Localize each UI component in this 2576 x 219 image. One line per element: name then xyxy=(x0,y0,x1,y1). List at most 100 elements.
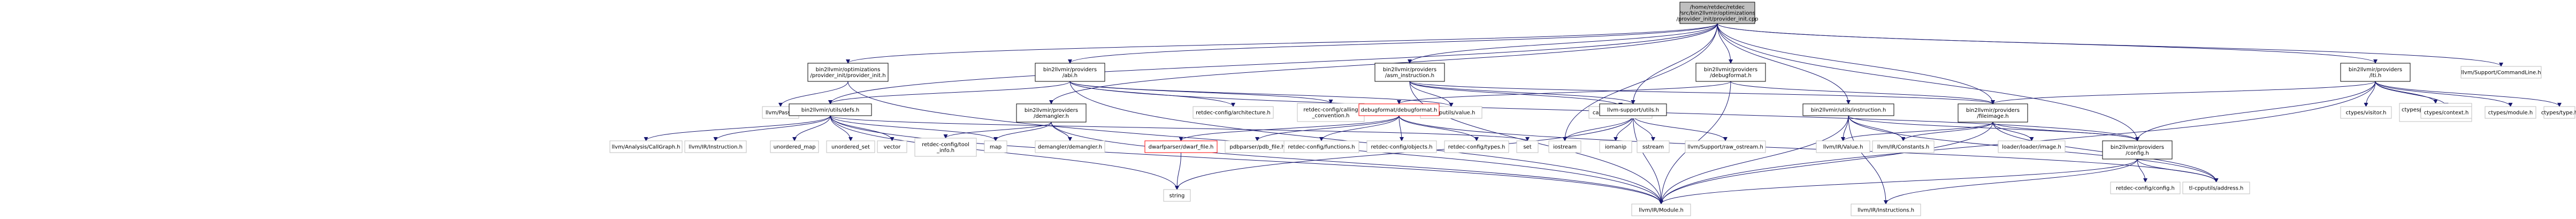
node-bin2llvmir-providers-lti-h[interactable]: bin2llvmir/providers/lti.h xyxy=(2340,63,2411,82)
node-bin2llvmir-providers-fileimage-h[interactable]: bin2llvmir/providers/fileimage.h xyxy=(1958,103,2028,123)
node-label: set xyxy=(1523,145,1531,150)
node-ctypes-module-h[interactable]: ctypes/module.h xyxy=(2485,106,2536,119)
edge-root-to-cmdline xyxy=(1717,23,2503,67)
node-vector[interactable]: vector xyxy=(877,140,907,153)
edge-defs-to-map xyxy=(830,115,998,141)
node-label: llvm/Pass.h xyxy=(766,110,796,116)
edge-defs-to-set xyxy=(830,115,1530,141)
node-label: bin2llvmir/providers xyxy=(1383,67,1436,73)
node-llvm-ir-instructions-h[interactable]: llvm/IR/Instructions.h xyxy=(1851,203,1921,216)
node-iostream[interactable]: iostream xyxy=(1548,140,1581,153)
node-retdec-config-calling-convention-h[interactable]: retdec-config/calling_convention.h xyxy=(1297,103,1365,122)
node-ctypes-visitor-h[interactable]: ctypes/visitor.h xyxy=(2340,106,2392,119)
node-label: retdec-config/tool xyxy=(922,142,969,148)
node-label: /fileimage.h xyxy=(1977,114,2008,119)
node-unordered-map[interactable]: unordered_map xyxy=(770,140,819,153)
node-label: retdec-config/config.h xyxy=(2116,186,2175,192)
node-llvm-support-utils-h[interactable]: llvm-support/utils.h xyxy=(1599,103,1667,116)
edge-utilsh-to-irmodule xyxy=(1633,115,1663,205)
node-retdec-config-objects-h[interactable]: retdec-config/objects.h xyxy=(1366,140,1437,153)
node-box xyxy=(1599,103,1667,116)
node-sstream[interactable]: sstream xyxy=(1637,140,1670,153)
node-box xyxy=(1516,140,1539,153)
node-iomanip[interactable]: iomanip xyxy=(1599,140,1632,153)
node-set[interactable]: set xyxy=(1516,140,1539,153)
node-string[interactable]: string xyxy=(1163,189,1191,202)
node-label: dwarfparser/dwarf_file.h xyxy=(1149,145,1214,150)
edge-config-to-rconfig xyxy=(2137,158,2147,183)
node-box xyxy=(1816,140,1870,153)
node-ctypes-context-h[interactable]: ctypes/context.h xyxy=(2420,106,2472,119)
edge-debugformat2-to-dwarf xyxy=(1179,115,1400,141)
node-retdec-config-architecture-h[interactable]: retdec-config/architecture.h xyxy=(1193,106,1274,119)
node-llvm-ir-value-h[interactable]: llvm/IR/Value.h xyxy=(1816,140,1870,153)
node-loader-loader-image-h[interactable]: loader/loader/image.h xyxy=(1998,140,2066,153)
edge-debugformat2-to-objs xyxy=(1398,115,1404,141)
node-retdec-config-tool-info-h[interactable]: retdec-config/tool_info.h xyxy=(914,138,977,157)
node-bin2llvmir-providers-abi-h[interactable]: bin2llvmir/providers/abi.h xyxy=(1035,63,1105,82)
node-bin2llvmir-providers-demangler-h[interactable]: bin2llvmir/providers/demangler.h xyxy=(1016,103,1087,123)
edge-abi-to-tlvalue xyxy=(1069,81,1454,107)
edge-fileimage-to-config xyxy=(1992,122,2139,141)
node-ctypes-type-h[interactable]: ctypes/type.h xyxy=(2541,106,2576,119)
node-pdbparser-pdb-file-h[interactable]: pdbparser/pdb_file.h xyxy=(1225,140,1290,153)
node-home-retdec-retdec-src-bin2llvmir-optimizations-provider-init-provider-init-cpp[interactable]: /home/retdec/retdec/src/bin2llvmir/optim… xyxy=(1676,2,1759,24)
edge-debugfmt-to-debugformat2 xyxy=(1397,81,1731,104)
edge-demangler-to-irmodule xyxy=(1051,122,1663,205)
node-llvm-ir-constants-h[interactable]: llvm/IR/Constants.h xyxy=(1872,140,1935,153)
edge-fileimage-to-irvalue xyxy=(1841,122,1993,141)
edge-lti-to-fileimage xyxy=(1991,81,2376,104)
node-bin2llvmir-utils-instruction-h[interactable]: bin2llvmir/utils/instruction.h xyxy=(1802,103,1894,116)
node-label: map xyxy=(990,145,1002,150)
node-label: bin2llvmir/providers xyxy=(2111,145,2164,150)
node-label: /config.h xyxy=(2126,150,2149,156)
node-box xyxy=(1695,63,1766,82)
edge-demangler-to-dmgh xyxy=(1051,122,1072,141)
node-retdec-config-types-h[interactable]: retdec-config/types.h xyxy=(1444,140,1509,153)
node-retdec-config-functions-h[interactable]: retdec-config/functions.h xyxy=(1283,140,1359,153)
node-label: iomanip xyxy=(1605,145,1626,150)
node-label: /src/bin2llvmir/optimizations xyxy=(1679,11,1755,17)
node-unordered-set[interactable]: unordered_set xyxy=(826,140,875,153)
node-label: ctypes/visitor.h xyxy=(2346,110,2387,116)
edge-defs-to-irmodule xyxy=(830,115,1663,205)
node-demangler-demangler-h[interactable]: demangler/demangler.h xyxy=(1035,140,1105,153)
node-box xyxy=(2485,106,2536,119)
node-llvm-support-commandline-h[interactable]: llvm/Support/CommandLine.h xyxy=(2460,66,2542,79)
node-llvm-analysis-callgraph-h[interactable]: llvm/Analysis/CallGraph.h xyxy=(609,140,683,153)
node-box xyxy=(1283,140,1359,153)
node-label: bin2llvmir/optimizations xyxy=(816,67,881,73)
node-dwarfparser-dwarf-file-h[interactable]: dwarfparser/dwarf_file.h xyxy=(1144,140,1218,153)
node-label: vector xyxy=(884,145,901,150)
edge-root-to-instrh xyxy=(1717,23,1851,104)
node-llvm-ir-instruction-h[interactable]: llvm/IR/Instruction.h xyxy=(684,140,747,153)
node-label: _convention.h xyxy=(1311,113,1349,119)
node-box xyxy=(826,140,875,153)
edge-instrh-to-irconst xyxy=(1848,115,1906,141)
node-label: ctypes/context.h xyxy=(2424,110,2469,116)
node-retdec-config-config-h[interactable]: retdec-config/config.h xyxy=(2110,182,2181,194)
node-tl-cpputils-address-h[interactable]: tl-cpputils/address.h xyxy=(2182,182,2250,194)
node-label: /asm_instruction.h xyxy=(1385,73,1434,79)
node-debugformat-debugformat-h[interactable]: debugformat/debugformat.h xyxy=(1358,103,1440,116)
edge-defs-to-callgraph xyxy=(644,115,831,141)
node-label: unordered_map xyxy=(774,145,816,150)
node-bin2llvmir-utils-defs-h[interactable]: bin2llvmir/utils/defs.h xyxy=(789,103,872,116)
edge-debugfmt-to-fileimage xyxy=(1730,81,1995,104)
node-map[interactable]: map xyxy=(984,140,1007,153)
node-llvm-support-raw-ostream-h[interactable]: llvm/Support/raw_ostream.h xyxy=(1685,140,1766,153)
node-bin2llvmir-providers-config-h[interactable]: bin2llvmir/providers/config.h xyxy=(2102,140,2173,160)
node-box xyxy=(1599,140,1632,153)
node-label: llvm/Support/raw_ostream.h xyxy=(1687,145,1763,150)
node-bin2llvmir-optimizations-provider-init-provider-init-h[interactable]: bin2llvmir/optimizations/provider_init/p… xyxy=(807,63,889,82)
node-label: bin2llvmir/providers xyxy=(1025,108,1078,114)
node-box xyxy=(1035,140,1105,153)
node-bin2llvmir-providers-debugformat-h[interactable]: bin2llvmir/providers/debugformat.h xyxy=(1695,63,1766,82)
edge-config-to-irinstrs xyxy=(1884,158,2138,205)
edges-layer xyxy=(644,23,2562,205)
edge-asmins-to-capstone xyxy=(1409,81,1623,107)
node-llvm-ir-module-h[interactable]: llvm/IR/Module.h xyxy=(1631,203,1691,216)
node-bin2llvmir-providers-asm-instruction-h[interactable]: bin2llvmir/providers/asm_instruction.h xyxy=(1374,63,1445,82)
node-label: llvm/Analysis/CallGraph.h xyxy=(611,145,680,150)
